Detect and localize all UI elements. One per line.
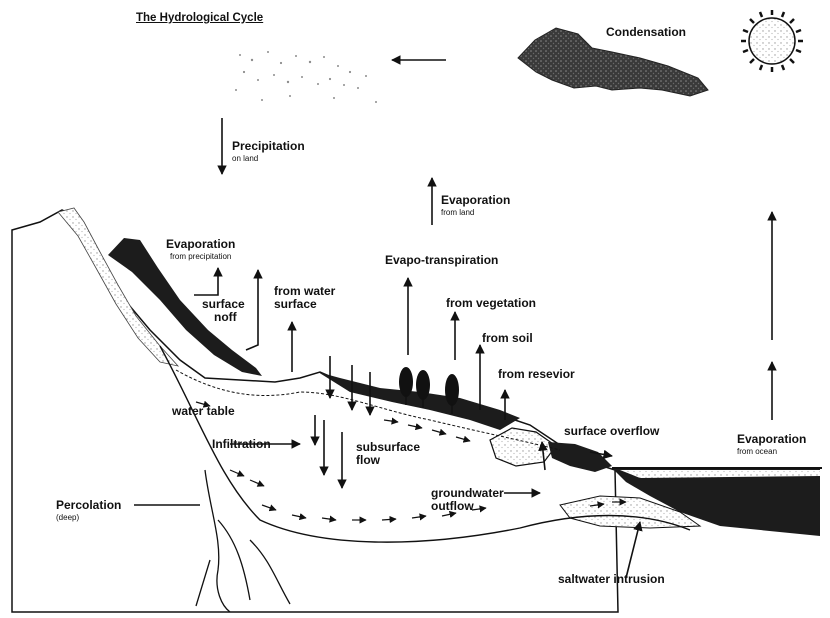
diagram-title: The Hydrological Cycle: [136, 12, 263, 24]
from-resevior-label: from resevior: [498, 368, 575, 381]
evapo-transpiration-label: Evapo-transpiration: [385, 254, 498, 267]
evaporation-land-label: Evaporation: [441, 194, 510, 207]
precipitation-cloud-icon: [235, 51, 377, 103]
evaporation-precip-label: Evaporation: [166, 238, 235, 251]
tree-icon: [399, 367, 413, 397]
from-water-surface-label-line2: surface: [274, 298, 317, 311]
from-soil-label: from soil: [482, 332, 533, 345]
arrow-icon: [246, 270, 258, 350]
tree-icon: [445, 374, 459, 406]
groundwater-outflow-label-line2: outflow: [431, 500, 474, 513]
evaporation-land-sublabel: from land: [441, 208, 474, 217]
tree-icon: [416, 370, 430, 400]
evaporation-ocean-sublabel: from ocean: [737, 447, 777, 456]
percolation-label: Percolation: [56, 499, 121, 512]
precipitation-sublabel: on land: [232, 154, 258, 163]
saltwater-intrusion-label: saltwater intrusion: [558, 573, 665, 586]
percolation-sublabel: (deep): [56, 513, 79, 522]
surface-overflow-label: surface overflow: [564, 425, 659, 438]
evaporation-precip-sublabel: from precipitation: [170, 252, 231, 261]
infiltration-label: Infiltration: [212, 438, 271, 451]
subsurface-flow-label-line2: flow: [356, 454, 380, 467]
evaporation-ocean-label: Evaporation: [737, 433, 806, 446]
condensation-label: Condensation: [606, 26, 686, 39]
from-vegetation-label: from vegetation: [446, 297, 536, 310]
water-table-label: water table: [172, 405, 235, 418]
arrow-icon: [626, 522, 640, 578]
arrow-icon: [194, 268, 218, 295]
sun-icon: [741, 10, 803, 72]
precipitation-label: Precipitation: [232, 140, 305, 153]
surface-runoff-label-line2: noff: [214, 311, 237, 324]
